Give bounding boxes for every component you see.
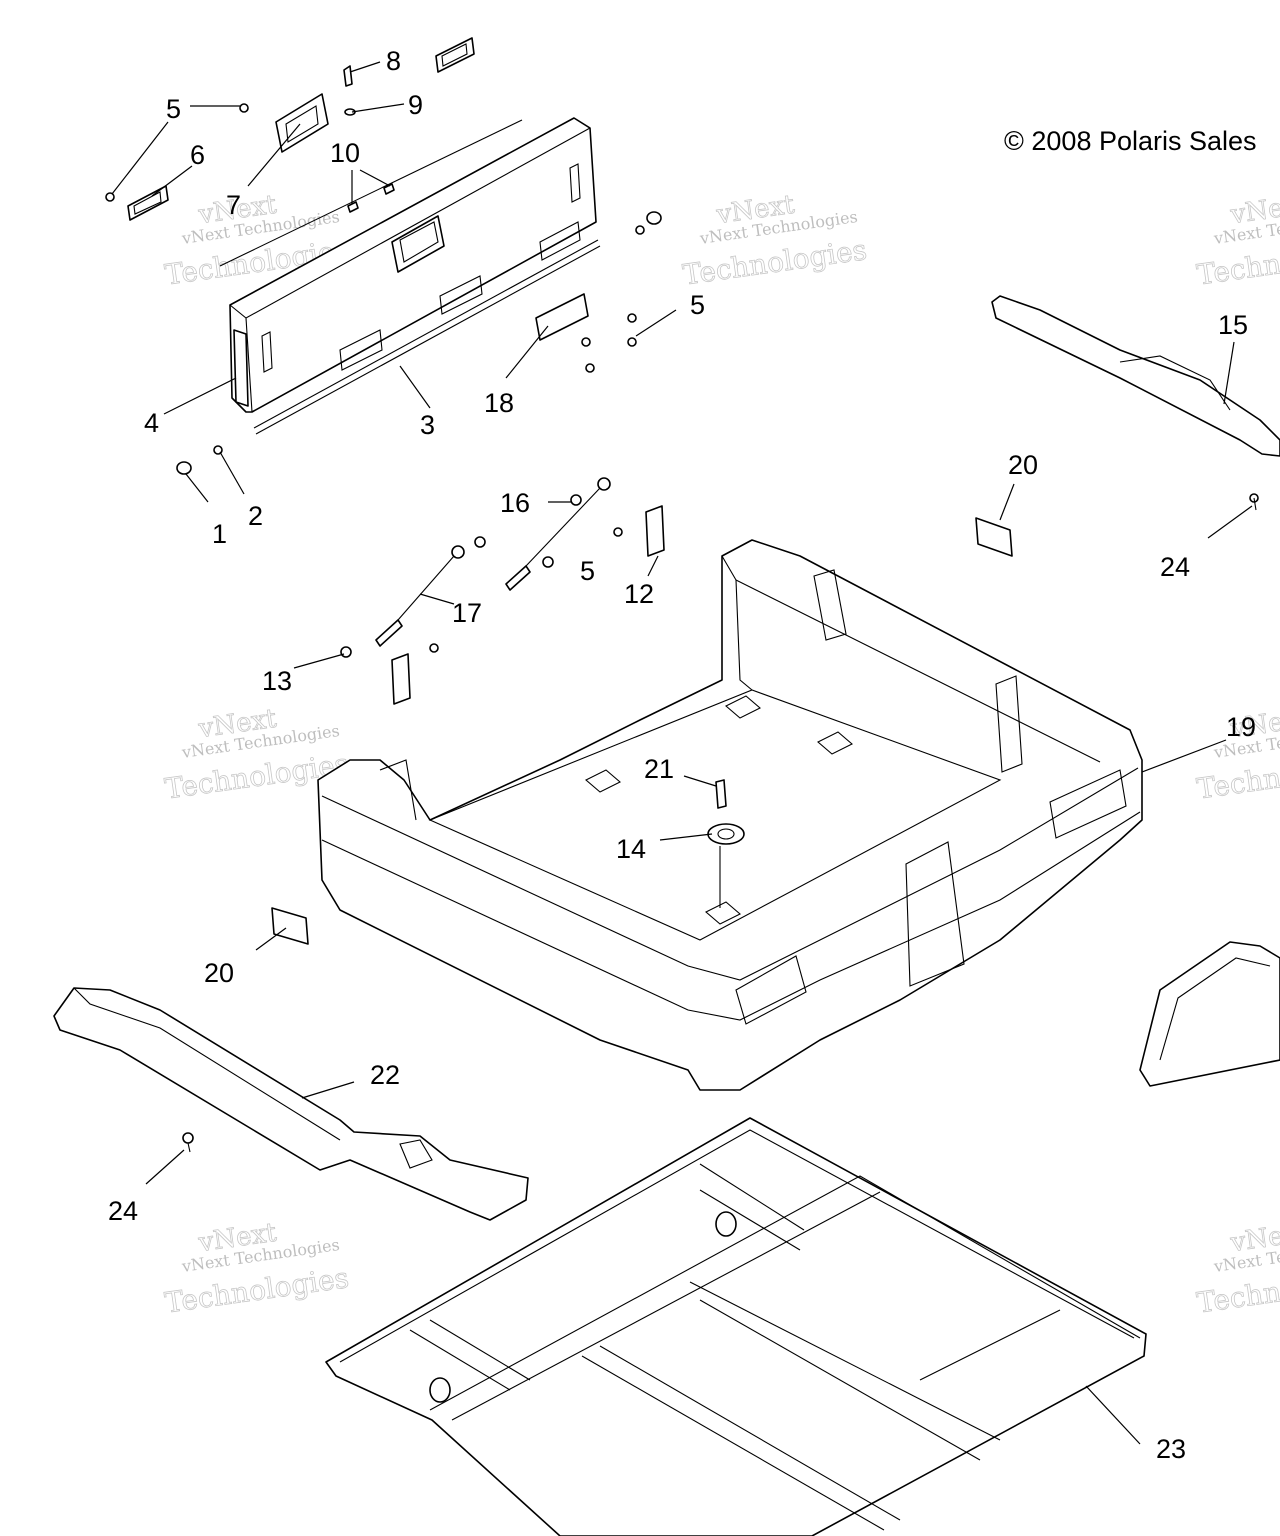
callout-1: 1: [212, 519, 227, 549]
screw-5: [613, 527, 623, 537]
cable-clip: [347, 201, 359, 213]
bolt: [474, 536, 486, 548]
screw-5: [627, 313, 637, 323]
callout-6: 6: [190, 140, 205, 170]
callout-22: 22: [370, 1060, 400, 1090]
copyright-text: © 2008 Polaris Sales: [1004, 126, 1257, 156]
plate-18: [535, 293, 589, 341]
watermark: vNext vNext Technologies Technologies: [1194, 1217, 1280, 1320]
screw: [429, 643, 439, 653]
screw-5: [239, 103, 249, 113]
side-rail-15: [991, 295, 1280, 457]
callout-13: 13: [262, 666, 292, 696]
bolt-head: [646, 211, 662, 225]
callout-5: 5: [166, 94, 181, 124]
subframe-23: [325, 1117, 1147, 1536]
decal-small: [435, 37, 475, 73]
bracket-12: [391, 653, 411, 705]
mount-sleeve: [715, 1211, 737, 1237]
callout-labels: 1 2 3 4 5 5 5 6 7 8 9 10 12 13 14 15 16 …: [108, 46, 1256, 1464]
callout-5: 5: [690, 290, 705, 320]
callout-10: 10: [330, 138, 360, 168]
bolt-24: [182, 1132, 194, 1144]
callout-20: 20: [204, 958, 234, 988]
tailgate-panel: [229, 117, 601, 435]
clip-14: [707, 823, 745, 845]
callout-14: 14: [616, 834, 646, 864]
tailgate-cable: [219, 119, 523, 267]
support-strut-17: [375, 545, 465, 647]
callout-2: 2: [248, 501, 263, 531]
screw-5: [105, 192, 115, 202]
callout-9: 9: [408, 90, 423, 120]
watermark: vNext vNext Technologies Technologies: [162, 1217, 351, 1320]
callout-24: 24: [108, 1196, 138, 1226]
callout-18: 18: [484, 388, 514, 418]
callout-12: 12: [624, 579, 654, 609]
fender: [1139, 941, 1280, 1087]
bolt-13: [340, 646, 352, 658]
callout-15: 15: [1218, 310, 1248, 340]
decal-6: [127, 185, 169, 221]
watermark: vNext vNext Technologies Technologies: [1194, 189, 1280, 292]
leader-lines: [111, 61, 1253, 1445]
callout-7: 7: [226, 190, 241, 220]
callout-8: 8: [386, 46, 401, 76]
support-strut-16: [505, 477, 611, 591]
callout-5: 5: [580, 556, 595, 586]
watermark: vNext vNext Technologies Technologies: [680, 189, 869, 292]
screw-5: [585, 363, 595, 373]
callout-24: 24: [1160, 552, 1190, 582]
mount-sleeve: [429, 1377, 451, 1403]
callout-20: 20: [1008, 450, 1038, 480]
screw-5: [627, 337, 637, 347]
callout-23: 23: [1156, 1434, 1186, 1464]
callout-21: 21: [644, 754, 674, 784]
washer: [635, 225, 645, 235]
callout-19: 19: [1226, 712, 1256, 742]
decal-20: [271, 907, 309, 945]
cargo-box: [317, 539, 1143, 1091]
side-rail-22: [53, 987, 529, 1221]
callout-4: 4: [144, 408, 159, 438]
bolt: [542, 556, 554, 568]
callout-3: 3: [420, 410, 435, 440]
screw-5: [581, 337, 591, 347]
pin-21: [715, 779, 727, 809]
bolt-1: [176, 461, 192, 475]
bracket-12: [645, 505, 665, 557]
callout-17: 17: [452, 598, 482, 628]
decal-20: [975, 517, 1013, 557]
pin-8: [343, 65, 353, 87]
callout-16: 16: [500, 488, 530, 518]
